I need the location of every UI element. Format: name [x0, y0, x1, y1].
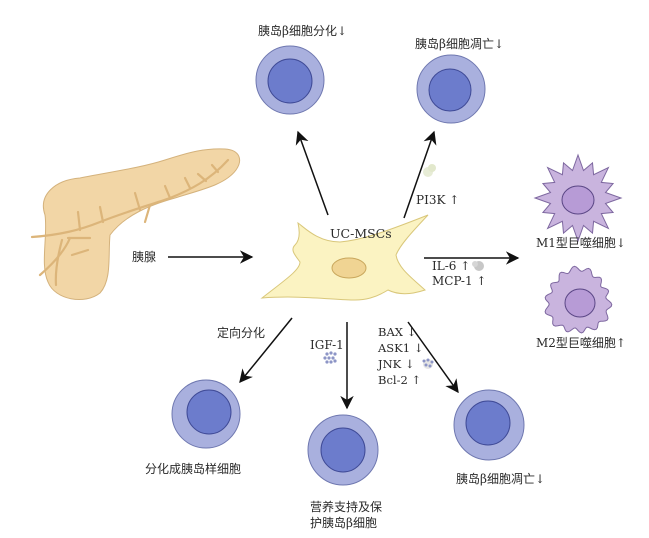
label-ask1: ASK1 ↓: [378, 341, 424, 355]
label-nutrition-line1: 营养支持及保: [310, 500, 383, 514]
label-pi3k: PI3K ↑: [416, 193, 460, 207]
pancreas-icon: [30, 148, 241, 300]
label-nutrition-line2: 护胰岛β细胞: [310, 516, 377, 530]
arrow-to-top-right: [403, 130, 437, 219]
label-apoptosis-outcome: 胰岛β细胞凋亡↓: [456, 472, 545, 486]
label-m1-macrophage: M1型巨噬细胞↓: [536, 236, 626, 250]
label-igf1: IGF-1: [310, 338, 344, 352]
il6-blob-icon: [472, 261, 484, 271]
label-uc-mscs: UC-MSCs: [330, 226, 392, 241]
msc-cell: [260, 214, 429, 301]
pi3k-blob-icon: [423, 164, 436, 177]
label-bcl2: Bcl-2 ↑: [378, 373, 422, 387]
label-directed-differentiation: 定向分化: [217, 326, 266, 340]
label-top-right-outcome: 胰岛β细胞凋亡↓: [415, 37, 504, 51]
label-m2-macrophage: M2型巨噬细胞↑: [536, 336, 626, 350]
m2-macrophage: [544, 265, 613, 334]
igf1-granules-icon: [323, 351, 337, 364]
label-islet-like-cells: 分化成胰岛样细胞: [145, 462, 242, 476]
beta-cell-top-left: [255, 45, 325, 115]
label-il6: IL-6 ↑: [432, 259, 471, 273]
beta-cell-apoptosis: [453, 389, 525, 461]
arrow-to-directed: [239, 317, 293, 384]
label-bax: BAX ↓: [378, 325, 417, 339]
bax-granules-icon: [422, 358, 434, 369]
beta-cell-nutrition: [307, 414, 379, 486]
beta-cell-top-right: [416, 54, 486, 124]
beta-cell-directed: [171, 379, 241, 449]
label-jnk: JNK ↓: [378, 357, 415, 371]
m1-macrophage: [533, 153, 623, 243]
label-mcp1: MCP-1 ↑: [432, 274, 487, 288]
label-pancreas: 胰腺: [132, 250, 157, 264]
msc-nucleus: [331, 257, 367, 279]
arrow-to-top-left: [295, 130, 329, 216]
label-top-left-outcome: 胰岛β细胞分化↓: [258, 24, 347, 38]
arrow-to-apoptosis: [407, 321, 459, 394]
